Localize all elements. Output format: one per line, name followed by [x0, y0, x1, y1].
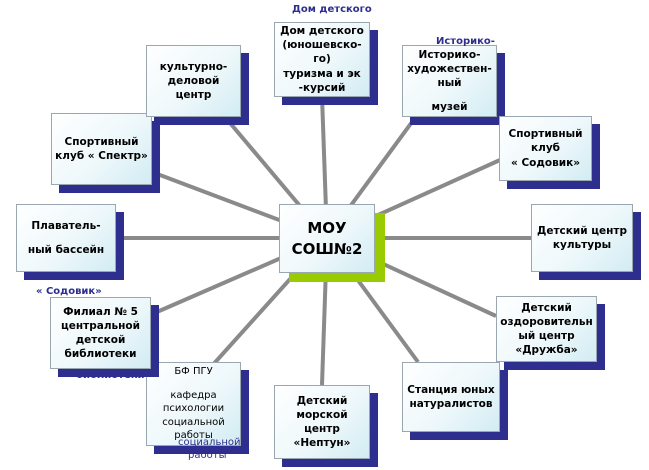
center-node-mou-school-2: МОУ СОШ№2 — [279, 204, 375, 273]
node-line: ный — [437, 77, 462, 90]
node-line: Детский центр — [536, 224, 628, 237]
node-line: го) — [313, 53, 331, 66]
node-line: ый центр — [518, 330, 575, 342]
node-line: культурно- — [159, 60, 228, 73]
node-line: клуб — [531, 142, 560, 155]
center-line-1: МОУ — [307, 219, 347, 238]
node-line: Спортивный — [508, 128, 583, 141]
node-line: Детский — [296, 394, 348, 407]
node-children-culture-center: Детский центр культуры — [531, 204, 633, 272]
node-line: « Содовик» — [511, 156, 580, 169]
node-line: психологии — [162, 403, 225, 415]
node-line: Детский — [521, 301, 572, 314]
node-line: туризма и эк — [283, 67, 361, 80]
node-line: культуры — [552, 239, 612, 251]
overlay-pool-label: « Содовик» — [36, 286, 102, 297]
node-line: Филиал № 5 — [63, 305, 138, 318]
node-cultural-business-center: культурно-деловой центр — [146, 45, 241, 117]
node-line: Историко- — [418, 49, 481, 61]
node-line: центральной — [60, 319, 140, 332]
overlay-library-label: библиотеки — [76, 370, 145, 381]
node-line: ный бассейн — [27, 244, 105, 256]
overlay-tourism-label: Дом детского — [292, 4, 372, 15]
node-line: кафедра — [170, 389, 217, 401]
node-young-naturalists-station: Станция юных натуралистов — [402, 362, 500, 432]
overlay-bfpgu-label-2: работы — [188, 450, 227, 461]
node-line: музей — [431, 100, 468, 113]
node-line: клуб « Спектр» — [55, 150, 148, 162]
node-line: Станция юных — [407, 383, 495, 396]
node-line: «Нептун» — [293, 437, 351, 450]
node-line: оздоровительн — [500, 315, 593, 328]
node-line: Плаватель- — [31, 219, 101, 232]
node-sports-club-spektr: Спортивный клуб « Спектр» — [51, 113, 152, 185]
node-line: детской — [75, 334, 126, 346]
node-tourism-house: Дом детского(юношевско-го)туризма и эк-к… — [274, 22, 370, 97]
node-line: Дом детского — [280, 25, 364, 38]
overlay-bfpgu-label-1: социальной — [178, 437, 241, 448]
node-art-history-museum: Историко-художествен-ный музей — [402, 45, 497, 117]
node-line: БФ ПГУ — [174, 366, 213, 378]
node-line: натуралистов — [409, 398, 493, 410]
node-line: «Дружба» — [515, 344, 578, 357]
node-line: морской центр — [296, 408, 348, 435]
node-line: деловой центр — [167, 74, 220, 102]
node-line: работы — [174, 430, 213, 442]
node-line: художествен- — [407, 63, 492, 76]
node-line: социальной — [162, 416, 225, 428]
node-line: Спортивный — [64, 135, 139, 148]
node-line: библиотеки — [64, 348, 137, 361]
node-line: (юношевско- — [282, 39, 362, 52]
center-line-2: СОШ№2 — [291, 239, 363, 258]
node-swimming-pool: Плаватель-ный бассейн — [16, 204, 116, 272]
node-line: -курсий — [298, 81, 346, 94]
overlay-museum-label: Историко- — [436, 36, 495, 47]
